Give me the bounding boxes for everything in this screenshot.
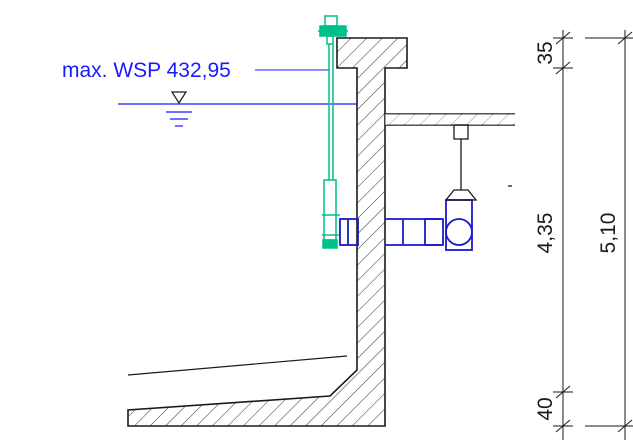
wall-and-slab	[127, 37, 408, 427]
dim-top-slab: 35	[534, 41, 557, 64]
dim-wall-height: 4,35	[534, 213, 557, 254]
walkway-slab	[385, 113, 515, 126]
dimension-chain-outer	[585, 30, 633, 440]
water-level-label: max. WSP 432,95	[62, 59, 231, 82]
water-level-marker: max. WSP 432,95	[62, 59, 357, 127]
pipe-assembly	[339, 199, 473, 251]
valve-hanger	[444, 124, 512, 201]
dim-total-height: 5,10	[597, 213, 620, 254]
gate-actuator	[318, 15, 348, 249]
dim-base-slab: 40	[534, 397, 557, 420]
water-level-triangle-icon	[170, 91, 188, 105]
dimension-chain-inner	[553, 30, 573, 440]
basin-floor-line	[127, 355, 348, 376]
concrete-structure	[127, 37, 408, 427]
